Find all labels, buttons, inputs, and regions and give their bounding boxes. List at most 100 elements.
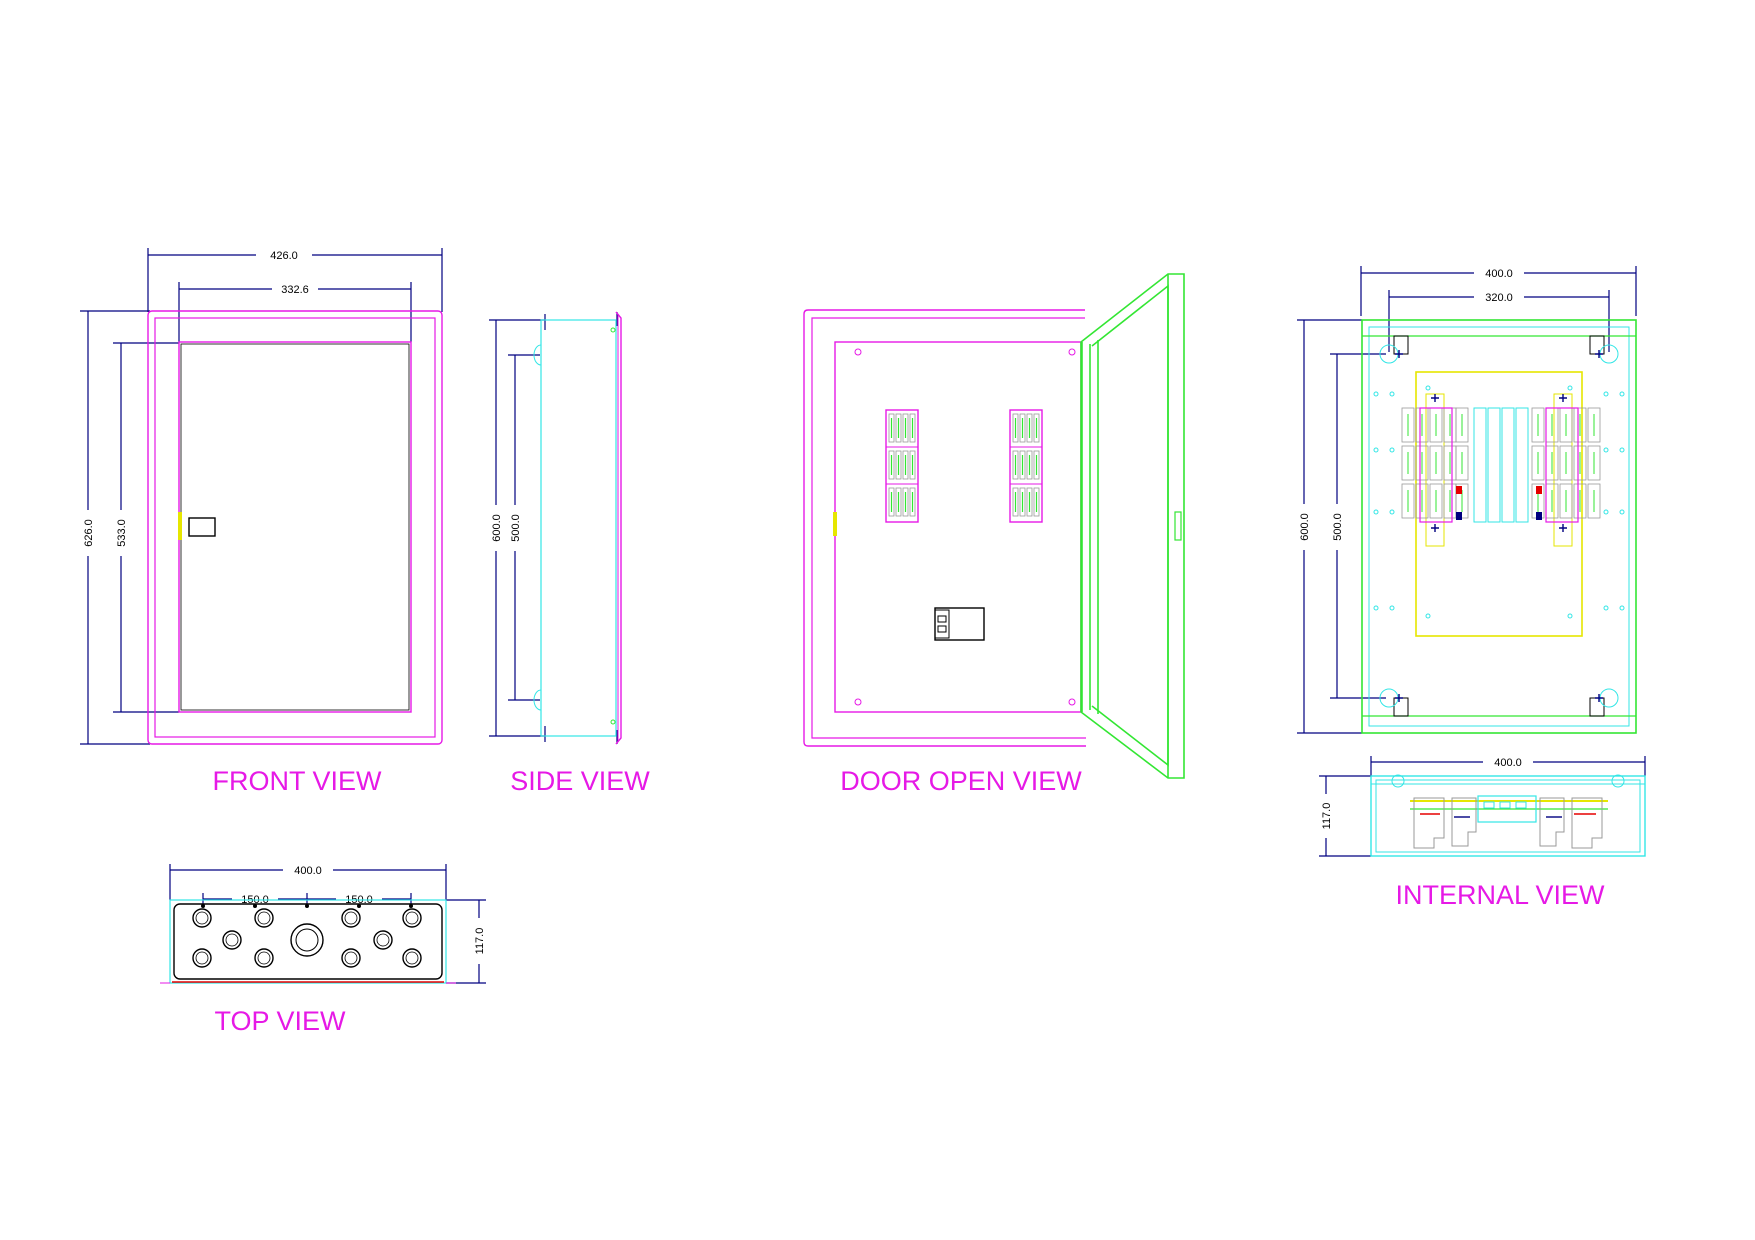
- internal-height-dim: 600.0: [1299, 513, 1311, 541]
- internal-bottom-width-dim: 400.0: [1494, 757, 1522, 769]
- internal-marker-blue: [1536, 512, 1542, 520]
- mounting-hole: [1619, 447, 1625, 453]
- knockout: [341, 908, 361, 928]
- knockout-inner: [344, 911, 358, 925]
- breaker-module: [902, 413, 909, 443]
- knockout: [222, 930, 242, 950]
- internal-breaker: [1587, 445, 1601, 481]
- top-view-title: TOP VIEW: [214, 1006, 346, 1036]
- front-enclosure: [147, 310, 443, 745]
- front-door-width-dim: 332.6: [281, 284, 309, 296]
- breaker-module: [902, 487, 909, 517]
- top-view: 400.0 150.0 150.0 117.0 TOP VIEW: [160, 863, 486, 1036]
- knockout-inner: [225, 933, 239, 947]
- front-view: 426.0 332.6 626.0 533.0 FRONT VIEW: [80, 248, 443, 796]
- breaker-module: [1012, 487, 1019, 517]
- open-door: [1080, 273, 1185, 779]
- internal-enclosure: [1361, 319, 1637, 734]
- internal-mount-width-dim: 320.0: [1485, 292, 1513, 304]
- internal-breaker: [1573, 407, 1587, 443]
- front-width-dim: 426.0: [270, 250, 298, 262]
- mounting-hole: [1389, 447, 1395, 453]
- internal-breaker: [1573, 483, 1587, 519]
- mounting-hole: [1619, 605, 1625, 611]
- breaker-module: [895, 450, 902, 480]
- knockout: [192, 948, 212, 968]
- breaker-module: [895, 413, 902, 443]
- mounting-hole: [1619, 509, 1625, 515]
- internal-bank-frame-right: [1545, 407, 1579, 523]
- internal-width-dim: 400.0: [1485, 268, 1513, 280]
- door-open-view-title: DOOR OPEN VIEW: [840, 766, 1082, 796]
- internal-rccb: [1501, 407, 1515, 523]
- breaker-module: [1012, 450, 1019, 480]
- internal-plus-marks: [1431, 394, 1567, 532]
- knockout-inner: [344, 951, 358, 965]
- mounting-hole: [1373, 447, 1379, 453]
- mounting-hole: [1603, 509, 1609, 515]
- knockout-inner: [257, 911, 271, 925]
- door-open-hinge-marker: [833, 512, 837, 536]
- breaker-module: [909, 487, 916, 517]
- mounting-hole: [1567, 385, 1573, 391]
- breaker-module: [888, 450, 895, 480]
- knockout-inner: [376, 933, 390, 947]
- breaker-module: [909, 450, 916, 480]
- breaker-module: [895, 487, 902, 517]
- internal-breaker: [1455, 407, 1469, 443]
- mounting-hole: [1389, 605, 1395, 611]
- mounting-hole: [1603, 605, 1609, 611]
- top-dimensions: [169, 864, 486, 984]
- hinge-marker: [178, 512, 182, 540]
- internal-rccb: [1487, 407, 1501, 523]
- internal-rccb: [1473, 407, 1487, 523]
- knockout-inner: [405, 951, 419, 965]
- side-enclosure: [533, 311, 622, 745]
- front-height-dim: 626.0: [83, 519, 95, 547]
- internal-view-title: INTERNAL VIEW: [1395, 880, 1605, 910]
- knockout: [192, 908, 212, 928]
- mounting-hole: [1603, 447, 1609, 453]
- internal-breaker: [1587, 407, 1601, 443]
- door-lock: [188, 517, 216, 537]
- breaker-module: [1019, 450, 1026, 480]
- internal-breaker: [1429, 483, 1443, 519]
- internal-breaker: [1415, 483, 1429, 519]
- internal-rccb: [1515, 407, 1529, 523]
- mounting-hole: [1567, 613, 1573, 619]
- knockout: [254, 948, 274, 968]
- fixing-hole: [253, 904, 257, 908]
- internal-breaker: [1559, 445, 1573, 481]
- internal-breaker: [1531, 407, 1545, 443]
- breaker-bank-right: [1009, 409, 1043, 523]
- internal-breaker-rows: [1401, 394, 1601, 532]
- fixing-hole: [409, 904, 413, 908]
- internal-breaker: [1401, 407, 1415, 443]
- mounting-hole: [1619, 391, 1625, 397]
- mounting-hole: [1373, 509, 1379, 515]
- internal-section: [1370, 774, 1646, 857]
- internal-breaker: [1415, 445, 1429, 481]
- door-open-enclosure: [803, 309, 1086, 747]
- internal-mount-height-dim: 500.0: [1332, 513, 1344, 541]
- knockout: [254, 908, 274, 928]
- knockout-inner: [257, 951, 271, 965]
- internal-breaker: [1429, 445, 1443, 481]
- internal-breaker: [1559, 483, 1573, 519]
- internal-mounting-holes: [1373, 385, 1625, 619]
- internal-breaker: [1531, 445, 1545, 481]
- front-door-height-dim: 533.0: [116, 519, 128, 547]
- internal-marker-blue: [1456, 512, 1462, 520]
- main-switch: [934, 607, 985, 641]
- internal-breaker: [1401, 483, 1415, 519]
- breaker-module: [1033, 487, 1040, 517]
- mounting-hole: [1425, 385, 1431, 391]
- top-knockouts: [192, 904, 422, 968]
- breaker-module: [888, 413, 895, 443]
- mounting-hole: [1603, 391, 1609, 397]
- breaker-bank-frame: [1009, 409, 1043, 523]
- breaker-module: [1012, 413, 1019, 443]
- main-knockout-inner: [295, 928, 319, 952]
- front-dimensions: [80, 248, 443, 745]
- knockout: [373, 930, 393, 950]
